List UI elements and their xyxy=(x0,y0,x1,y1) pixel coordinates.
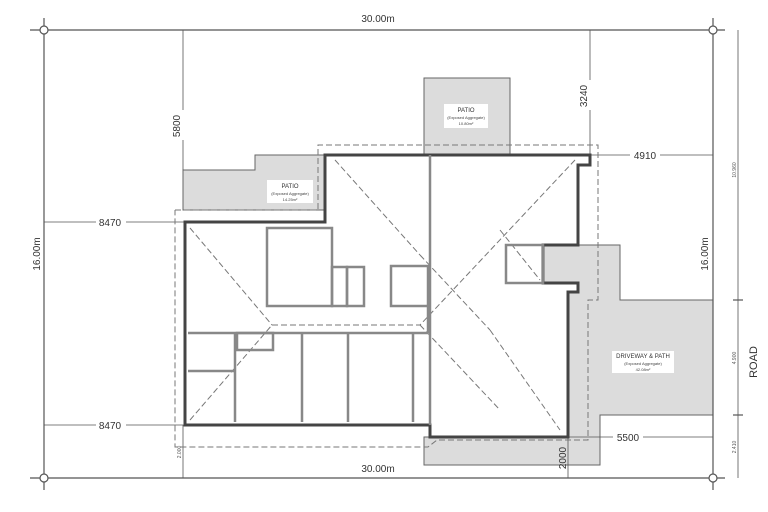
area-material: (Exposed Aggregate) xyxy=(624,361,662,366)
area-material: (Exposed Aggregate) xyxy=(447,115,485,120)
area-value: 10.80m² xyxy=(459,121,474,126)
area-title: PATIO xyxy=(281,184,298,190)
dim-left-setback-lower: 8470 xyxy=(99,421,122,432)
area-label-patio-rear: PATIO (Exposed Aggregate) 10.80m² xyxy=(444,104,488,128)
dim-side-setback-upper: 4910 xyxy=(634,151,657,162)
area-title: PATIO xyxy=(457,108,474,114)
dim-road-segment-3: 2.410 xyxy=(732,441,738,454)
dim-road-segment-1: 10.960 xyxy=(732,162,738,178)
dim-side-setback-lower: 5500 xyxy=(617,433,640,444)
dim-front-setback: 2000 xyxy=(558,446,569,469)
dim-bottom-width: 30.00m xyxy=(361,464,394,475)
dim-top-width: 30.00m xyxy=(361,14,394,25)
dim-rear-setback-right: 3240 xyxy=(579,84,590,107)
internal-walls xyxy=(188,155,545,425)
roof-outline xyxy=(174,144,599,448)
area-value: 14.25m² xyxy=(283,197,298,202)
road-label: ROAD xyxy=(748,346,760,378)
paving xyxy=(182,77,714,466)
area-label-patio-left: PATIO (Exposed Aggregate) 14.25m² xyxy=(267,180,313,203)
dim-rear-setback-left: 5800 xyxy=(172,114,183,137)
area-title: DRIVEWAY & PATH xyxy=(616,354,670,360)
dim-road-segment-2: 4.900 xyxy=(732,352,738,365)
area-value: 42.08m² xyxy=(636,367,651,372)
dim-right-depth: 16.00m xyxy=(700,237,711,270)
lot-boundary xyxy=(30,18,743,490)
area-material: (Exposed Aggregate) xyxy=(271,191,309,196)
dim-front-setback-small: 2.000 xyxy=(177,446,183,459)
area-label-driveway: DRIVEWAY & PATH (Exposed Aggregate) 42.0… xyxy=(612,351,674,373)
dim-left-setback-upper: 8470 xyxy=(99,218,122,229)
dim-left-depth: 16.00m xyxy=(32,237,43,270)
